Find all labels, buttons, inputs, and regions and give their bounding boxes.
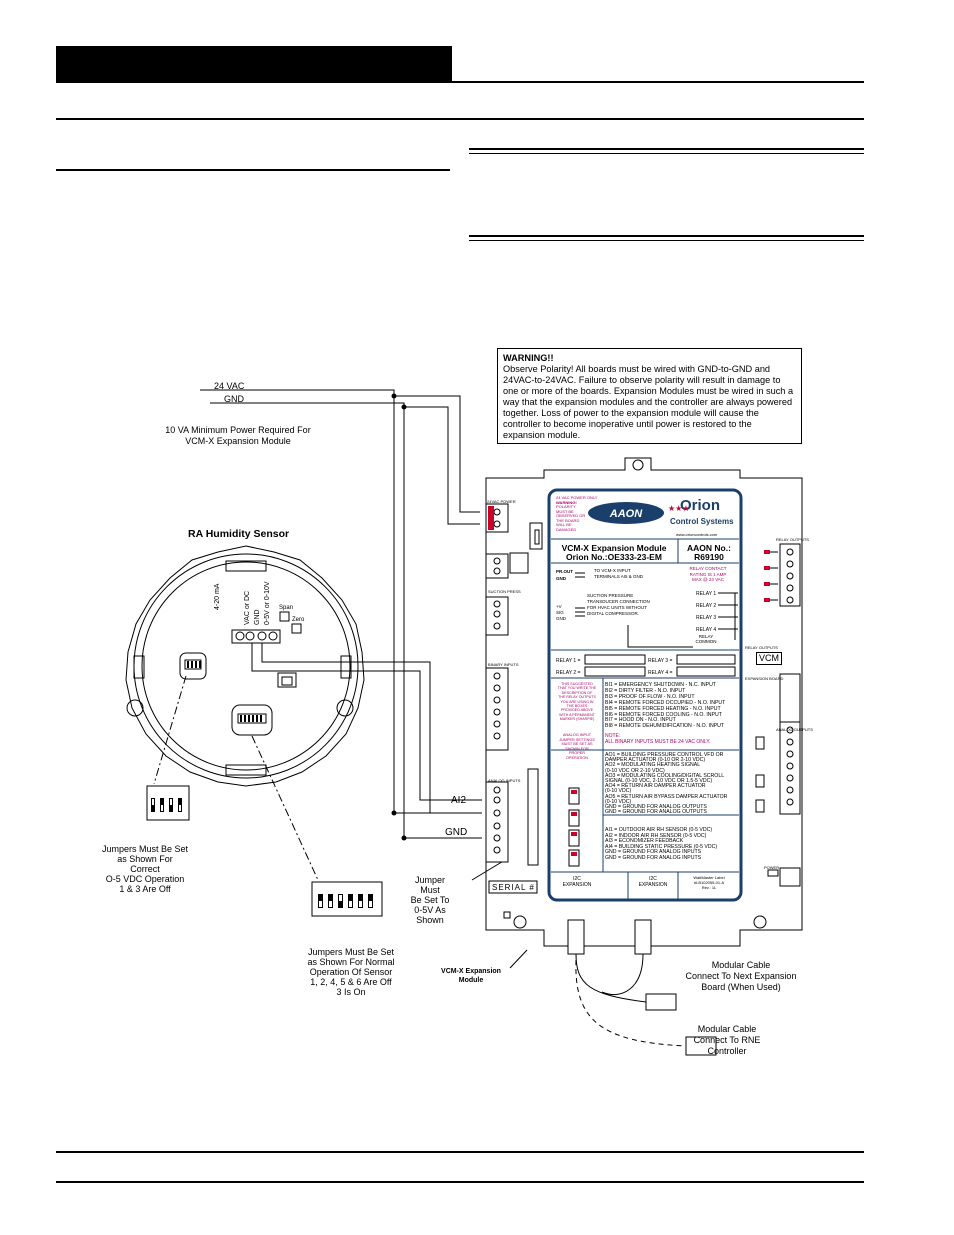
relay-label-2: RELAY 2 (696, 603, 717, 609)
footer-rule-2 (56, 1181, 864, 1183)
header-rule (56, 81, 864, 83)
relay-common: RELAY COMMON (695, 634, 717, 644)
i2c-expansion-1: I2C EXPANSION (562, 876, 592, 888)
suction-desc: SUCTION PRESSURE TRANSDUCER CONNECTION F… (587, 593, 650, 616)
jumper-note-left: Jumpers Must Be Set as Shown For Correct… (101, 844, 189, 894)
dip-switch-bottom (311, 881, 383, 917)
side-header-relay-mid: RELAY OUTPUTS (745, 645, 778, 650)
relay-label-3: RELAY 3 (696, 615, 717, 621)
section-rule-right-top (469, 148, 864, 150)
sensor-title: RA Humidity Sensor (188, 528, 290, 540)
orion-website: www.orioncontrols.com (676, 532, 718, 537)
bi-note: NOTE: ALL BINARY INPUTS MUST BE 24 VAC O… (605, 733, 711, 745)
orion-subtitle: Control Systems (670, 517, 734, 526)
side-header-analog-out: ANALOG OUTPUTS (776, 727, 813, 732)
orion-stars: ★★★ (668, 504, 690, 513)
wire-gnd (210, 402, 480, 525)
section-rule-1 (56, 118, 864, 120)
analog-inputs: AI1 = OUTDOOR AIR RH SENSOR (0-5 VDC) AI… (605, 827, 718, 861)
warning-box: WARNING!! Observe Polarity! All boards m… (497, 348, 802, 444)
board-panel (547, 488, 743, 902)
dip-switch-left (146, 785, 190, 821)
board-chassis (485, 457, 803, 947)
cable-next-note: Modular Cable Connect To Next Expansion … (685, 960, 797, 992)
warning-body: Observe Polarity! All boards must be wir… (503, 364, 794, 440)
section-rule-right-bottom2 (469, 240, 864, 241)
sensor-terminal-sig: 0-5V or 0-10V (264, 581, 271, 625)
side-header-power: 24VAC POWER (487, 499, 516, 504)
power-note-line1: 10 VA Minimum Power Required For (165, 425, 311, 435)
side-header-analog-in: ANALOG INPUTS (488, 778, 521, 783)
power-note: 10 VA Minimum Power Required For VCM-X E… (138, 425, 338, 447)
orion-logo: Orion (680, 497, 720, 514)
footer-rule-1 (56, 1151, 864, 1153)
analog-jumper-note: ANALOG INPUT JUMPER SETTINGS MUST BE SET… (559, 733, 595, 760)
relay-label-4: RELAY 4 (696, 627, 717, 633)
header-bar (56, 46, 452, 82)
gnd-power-label: GND (224, 394, 244, 404)
relay-field-3: RELAY 3 = (648, 658, 673, 664)
side-header-expansion: EXPANSION BOARD (745, 676, 784, 681)
gnd-ai-label: GND (445, 827, 468, 838)
humidity-sensor-housing (125, 545, 365, 787)
side-header-relay-right: RELAY OUTPUTS (776, 537, 809, 542)
section-rule-right-bottom (469, 235, 864, 237)
binary-inputs: BI1 = EMERGENCY SHUTDOWN - N.C. INPUT BI… (605, 682, 726, 730)
relay-field-2: RELAY 2 = (556, 670, 581, 676)
cable-rne-note: Modular Cable Connect To RNE Controller (693, 1024, 761, 1056)
serial-label: SERIAL # (492, 883, 535, 892)
vac-label: 24 VAC (214, 381, 245, 391)
relay-label-1: RELAY 1 (696, 591, 717, 597)
prout-label: PR.OUT GND (556, 569, 574, 581)
sensor-terminal-420: 4-20 mA (214, 583, 221, 610)
wire-24vac (200, 389, 480, 513)
relay-field-1: RELAY 1 = (556, 658, 581, 664)
binary-note: THIS SUGGESTED THAT YOU WRITE THE DESCRI… (557, 682, 597, 722)
board-power-warning: 24 VAC POWER ONLY WARNING! POLARITY MUST… (556, 495, 598, 532)
suction-terminals: +V SIG GND (556, 604, 566, 621)
aaon-logo-text: AAON (609, 508, 643, 520)
section-rule-right-top2 (469, 153, 864, 154)
terminal-blocks-right (779, 543, 801, 887)
i2c-expansion-2: I2C EXPANSION (638, 876, 668, 888)
section-rule-left (56, 169, 450, 171)
jumper-note-bottom: Jumpers Must Be Set as Shown For Normal … (307, 947, 395, 997)
sensor-zero: Zero (292, 617, 305, 623)
side-header-power-right: POWER (764, 865, 780, 870)
wattmaster-label: WattMaster Label #LB102055-01-A Rev.: 1L (693, 875, 725, 890)
relay-field-4: RELAY 4 = (648, 670, 673, 676)
analog-outputs: AO1 = BUILDING PRESSURE CONTROL VFD OR D… (605, 752, 728, 816)
relay-rating: RELAY CONTACT RATING IS 1 AMP MAX @ 24 V… (689, 566, 727, 582)
ai2-label: AI2 (451, 795, 467, 806)
module-caption: VCM-X Expansion Module (441, 968, 501, 984)
aaon-number: AAON No.: R69190 (687, 543, 731, 562)
jumper-must-note: Jumper Must Be Set To 0-5V As Shown (410, 875, 450, 925)
board-title: VCM-X Expansion Module Orion No.:OE333-2… (561, 543, 667, 562)
side-header-suction: SUCTION PRESS (488, 589, 521, 594)
prout-desc: TO VCM-X INPUT TERMINALS AI5 & GND (594, 568, 644, 579)
warning-title: WARNING!! (503, 353, 554, 363)
sensor-span: Span (279, 605, 294, 611)
vcm-label: VCM (756, 652, 782, 665)
power-note-line2: VCM-X Expansion Module (185, 436, 291, 446)
side-header-binary: BINARY INPUTS (488, 662, 519, 667)
